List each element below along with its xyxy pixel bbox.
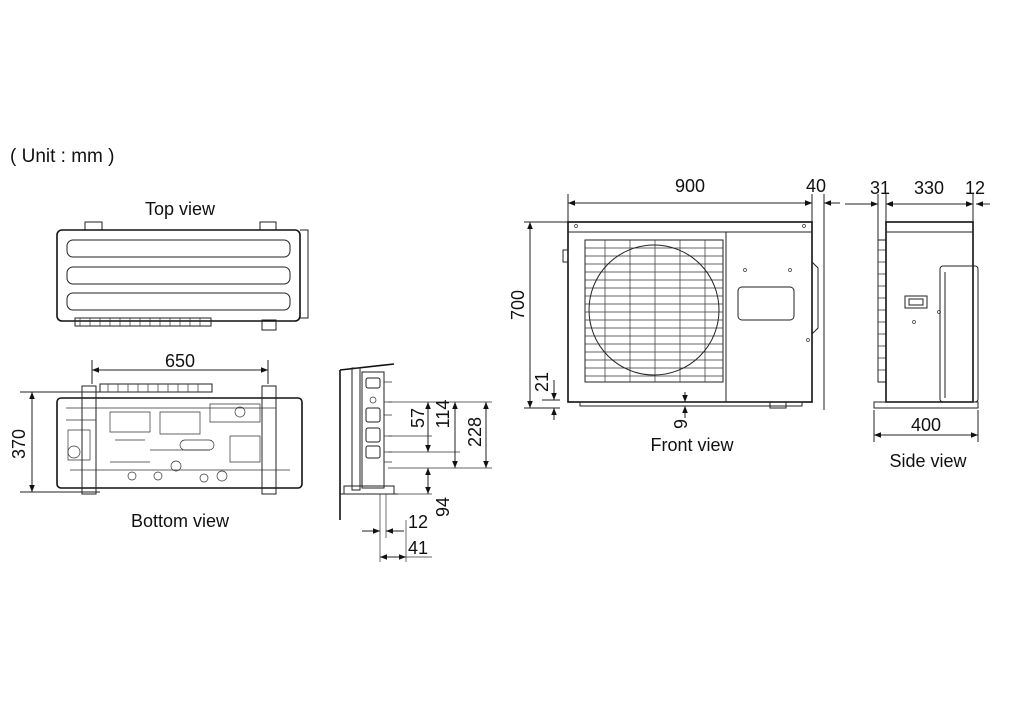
- bottom-view: 650 370 Bottom view: [9, 351, 303, 531]
- dim-12-side: 12: [965, 178, 985, 198]
- dim-9: 9: [671, 419, 691, 429]
- pipe-detail-view: 57 114 228 94 12 41: [339, 363, 492, 562]
- dim-40: 40: [806, 176, 826, 196]
- dim-400: 400: [911, 415, 941, 435]
- dim-21: 21: [532, 372, 552, 392]
- dim-94: 94: [433, 497, 453, 517]
- bottom-view-label: Bottom view: [131, 511, 230, 531]
- dim-12-pipe: 12: [408, 512, 428, 532]
- front-view-label: Front view: [650, 435, 734, 455]
- dim-41: 41: [408, 538, 428, 558]
- side-view: 31 330 12 400 Side view: [845, 178, 990, 471]
- dim-650: 650: [165, 351, 195, 371]
- top-view-label: Top view: [145, 199, 216, 219]
- front-view: 900 40 700 21 9 Front view: [508, 176, 840, 455]
- side-view-label: Side view: [889, 451, 967, 471]
- dim-330: 330: [914, 178, 944, 198]
- dim-700: 700: [508, 290, 528, 320]
- unit-note: ( Unit : mm ): [10, 146, 115, 167]
- dim-31: 31: [870, 178, 890, 198]
- dim-114: 114: [433, 400, 453, 429]
- dim-57: 57: [408, 408, 428, 428]
- dim-370: 370: [9, 429, 29, 459]
- dim-900: 900: [675, 176, 705, 196]
- dim-228: 228: [465, 417, 485, 447]
- top-view: Top view: [56, 199, 309, 331]
